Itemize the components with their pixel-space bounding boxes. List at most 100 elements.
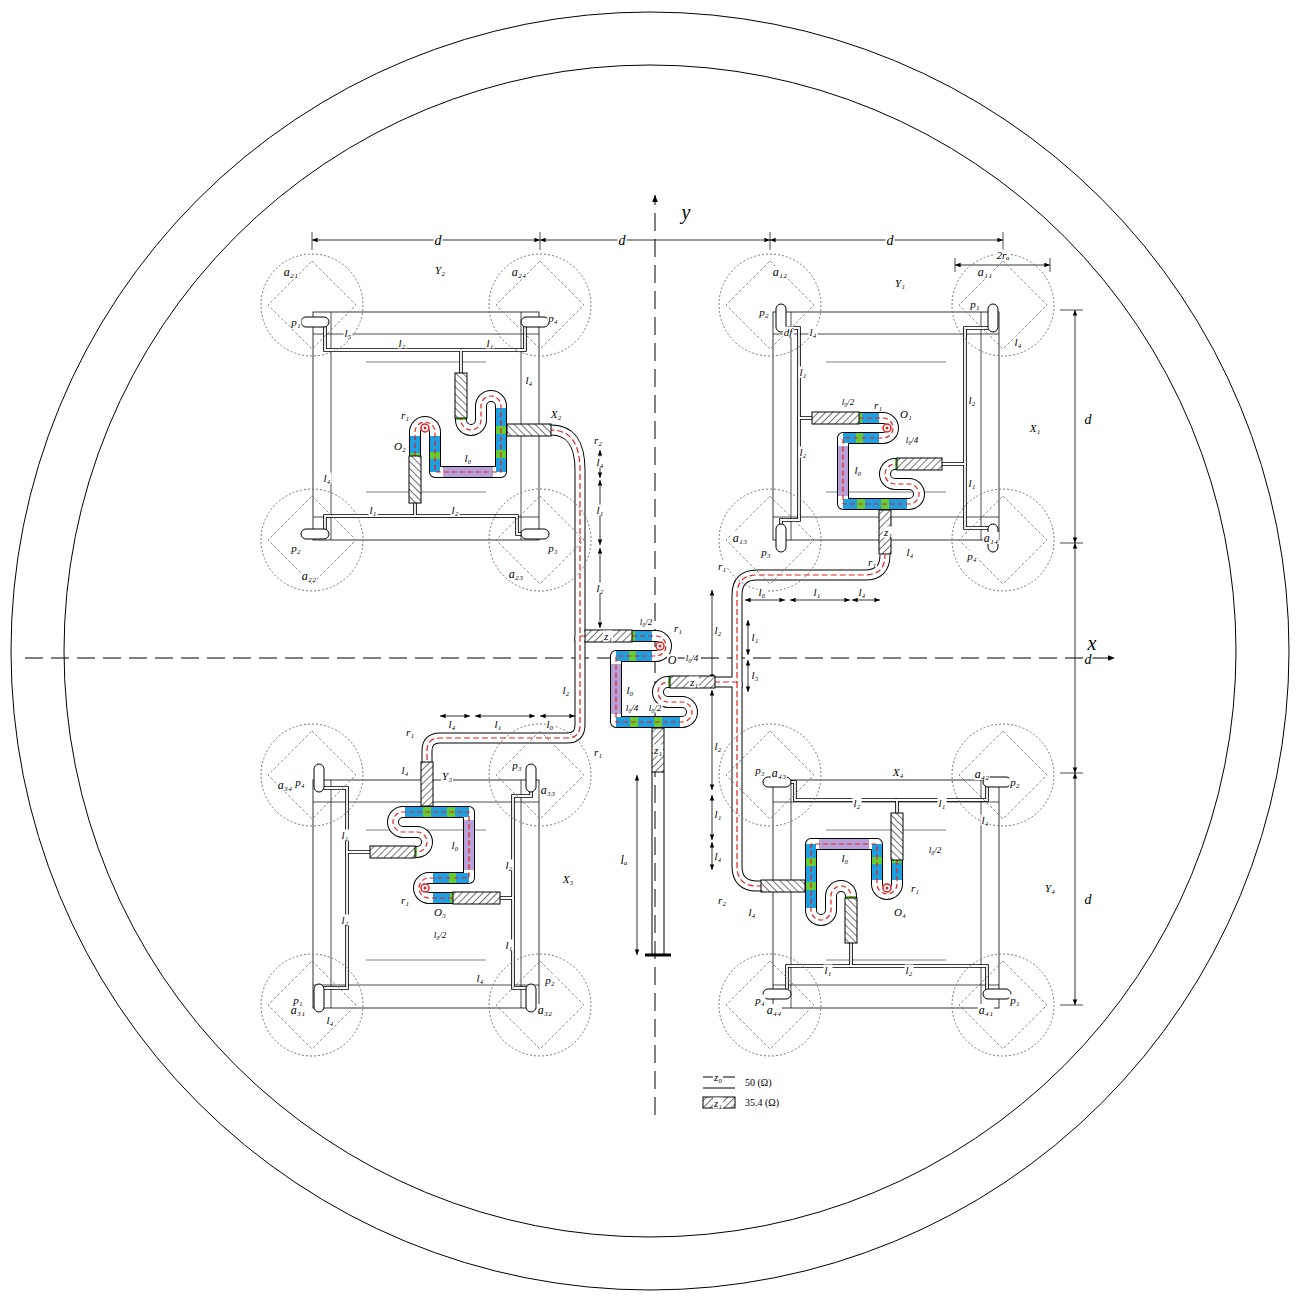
element-label: a₂₄	[511, 266, 527, 278]
dimension-line	[312, 240, 540, 241]
meander-feed	[314, 762, 536, 1012]
meander-feed	[513, 792, 531, 898]
antenna-element: a₁₃	[718, 488, 822, 592]
meander-feed	[761, 777, 1011, 999]
dimension-label: p₂	[290, 543, 301, 554]
dimension-label: l₂	[968, 395, 977, 406]
element-circle	[261, 254, 363, 356]
dimension-label: p₄	[294, 777, 305, 788]
origin-marker	[886, 427, 889, 430]
meander-feed	[321, 503, 415, 534]
dimension-line	[826, 362, 946, 363]
antenna-element: a₂₂	[260, 488, 364, 592]
dimension-label: r₁	[673, 623, 683, 634]
feed-route	[427, 636, 580, 762]
dimension-line	[712, 842, 713, 870]
origin-marker	[424, 887, 427, 890]
element-label: a₁₁	[977, 266, 993, 278]
dimension-label: l₁	[486, 338, 495, 349]
dimension-label: l₄	[323, 473, 332, 484]
element-label: a₃₂	[537, 1004, 553, 1016]
dimension-label: r₁	[405, 727, 415, 738]
meander-feed	[461, 322, 529, 350]
dimension-line	[1075, 543, 1076, 773]
dimension-label: l₁	[968, 478, 977, 489]
antenna-element: a₁₂	[718, 253, 822, 357]
input-feed-line	[664, 772, 665, 955]
subarray-frame	[313, 312, 999, 1008]
dimension-label: l₁	[596, 505, 605, 516]
element-label: a₁₄	[983, 532, 999, 544]
dimension-label: z₁	[603, 631, 613, 642]
dimension-line	[1075, 310, 1076, 543]
dimension-label: Y₄	[1044, 883, 1056, 894]
dimension-label: l₂	[714, 625, 723, 636]
dimension-label: Y₃	[441, 771, 453, 782]
element-circle	[261, 489, 363, 591]
patch-slot	[763, 989, 791, 999]
element-outline	[260, 723, 364, 827]
input-feed-line	[652, 772, 653, 955]
feed-route	[714, 555, 885, 682]
element-outline	[951, 488, 1055, 592]
dimension-label: l₄	[714, 851, 723, 862]
feed-route	[551, 430, 586, 636]
meander-feed	[781, 324, 812, 418]
origin-marker	[886, 887, 889, 890]
element-diamond	[726, 261, 814, 349]
feed-route	[737, 682, 762, 886]
dimension-label: l₂	[398, 338, 407, 349]
dimension-label: l₀/2	[639, 618, 654, 627]
meander-feed	[781, 418, 799, 524]
element-label: a₂₂	[301, 570, 317, 582]
dimension-line	[637, 775, 638, 955]
dimension-label: X₄	[892, 767, 905, 778]
meander-feed	[851, 943, 991, 994]
patch-slot	[301, 529, 329, 539]
dimension-label: p₄	[966, 551, 977, 562]
origin-marker	[656, 642, 664, 650]
dimension-label: l₄	[858, 587, 867, 598]
dimension-label: l₁	[505, 940, 514, 951]
element-label: a₂₁	[283, 266, 299, 278]
impedance-block	[845, 898, 857, 943]
element-circle	[719, 489, 821, 591]
element-diamond	[959, 261, 1047, 349]
dimension-label: 2rₐ	[996, 250, 1011, 261]
feed-route	[737, 682, 762, 886]
antenna-element: a₂₁	[260, 253, 364, 357]
dimension-line	[475, 716, 535, 717]
dimension-label: l₅	[344, 328, 353, 339]
element-diamond	[268, 961, 356, 1049]
dimension-line	[826, 830, 946, 831]
dimension-line	[955, 265, 1050, 266]
dimension-label: l₁	[813, 587, 822, 598]
coordinate-axis	[25, 195, 1115, 1115]
element-circle	[952, 954, 1054, 1056]
dimension-label: l₄	[401, 765, 410, 776]
coordinate-axis	[25, 658, 1115, 659]
dimension-label: l₂	[905, 965, 914, 976]
element-circle	[719, 954, 821, 1056]
feed-route	[427, 636, 580, 762]
antenna-element: a₂₃	[488, 488, 592, 592]
element-circle	[489, 724, 591, 826]
origin-marker	[883, 884, 891, 892]
dimension-label: z₁	[883, 527, 893, 538]
element-circle	[261, 954, 363, 1056]
element-outline	[488, 253, 592, 357]
element-outline	[951, 953, 1055, 1057]
dimension-label: O₁	[899, 409, 913, 420]
patch-slot	[526, 984, 536, 1012]
dimension-label: r₂	[593, 435, 603, 446]
dimension-label: O	[667, 654, 678, 666]
dimension-label: l₄	[748, 907, 757, 918]
dimension-label: O₃	[433, 907, 447, 918]
dimension-line	[981, 312, 982, 540]
impedance-block	[409, 456, 421, 503]
dimension-label: df	[783, 327, 794, 338]
meander-feed	[500, 898, 531, 992]
dimension-label: l₂	[714, 741, 723, 752]
element-diamond	[268, 731, 356, 819]
dimension-label: r₁	[717, 561, 727, 572]
